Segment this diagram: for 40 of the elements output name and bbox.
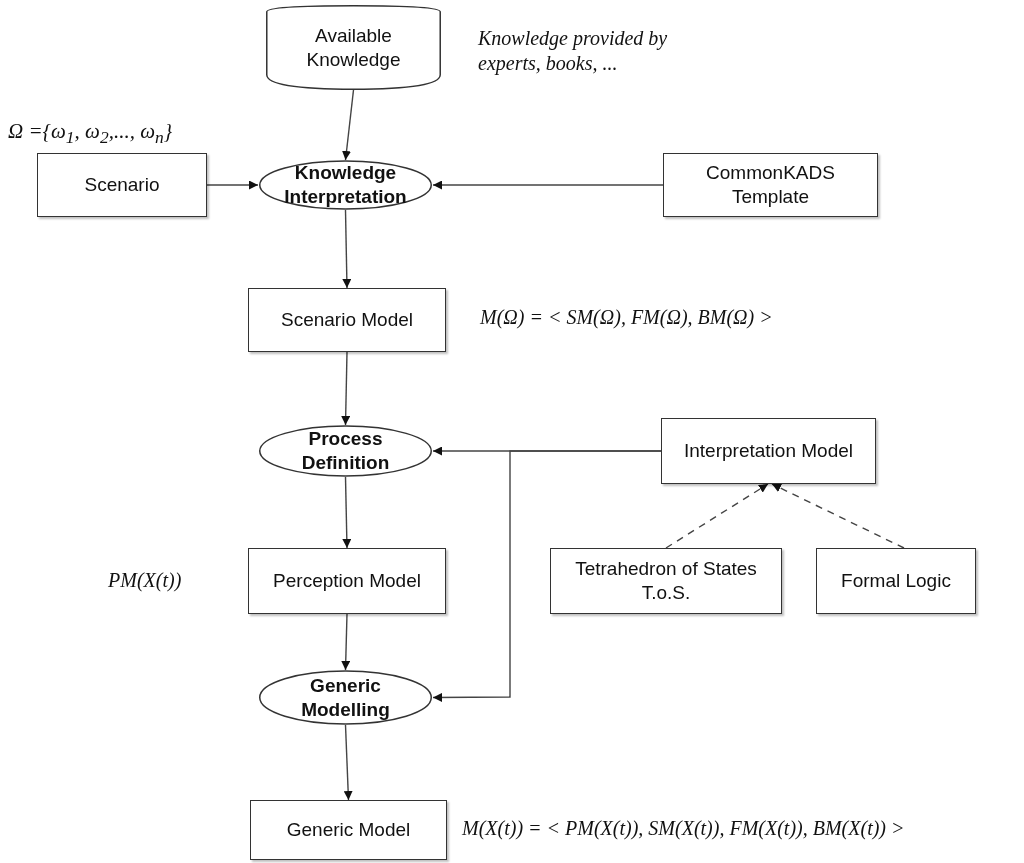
arrow	[341, 351, 351, 426]
formula: Ω ={ω$_{1}$, ω$_{2}$,..., ω$_{n}$}	[8, 118, 173, 150]
node-label: CommonKADS Template	[705, 161, 836, 209]
dashed-arrow	[771, 483, 905, 549]
formula: M(Ω) = < SM(Ω), FM(Ω), BM(Ω) >	[480, 305, 773, 330]
formula: PM(X(t))	[108, 568, 182, 593]
model-box	[37, 153, 207, 217]
arrow	[342, 209, 352, 289]
data-store-cylinder	[265, 5, 442, 90]
node-label: Available Knowledge	[305, 23, 402, 72]
node-label: Interpretation Model	[683, 439, 854, 463]
node-label: Scenario	[83, 173, 161, 197]
annotation-note: Knowledge provided by experts, books, ...	[478, 26, 669, 76]
arrow	[206, 180, 259, 190]
arrow	[432, 450, 662, 702]
model-box	[816, 548, 976, 614]
process-ellipse	[258, 160, 433, 210]
formula: M(X(t)) = < PM(X(t)), SM(X(t)), FM(X(t)), BM(X(t)) >	[462, 816, 905, 841]
process-ellipse	[258, 425, 433, 477]
arrow	[342, 89, 355, 161]
node-label: Perception Model	[272, 569, 422, 593]
node-label: Tetrahedron of States T.o.S.	[574, 557, 758, 605]
node-label: Knowledge Interpretation	[283, 161, 408, 209]
node-label: Formal Logic	[840, 569, 952, 593]
node-label: Generic Model	[285, 818, 412, 842]
process-ellipse	[258, 670, 433, 725]
arrow	[341, 613, 351, 671]
node-label: Process Definition	[300, 427, 391, 475]
arrow	[342, 476, 352, 549]
node-label: Scenario Model	[280, 308, 414, 332]
model-box	[248, 288, 446, 352]
model-box	[550, 548, 782, 614]
model-box	[663, 153, 878, 217]
model-box	[250, 800, 447, 860]
model-box	[661, 418, 876, 484]
arrow	[343, 724, 353, 801]
node-label: Generic Modelling	[300, 673, 391, 722]
arrow	[432, 180, 664, 190]
dashed-arrow	[665, 483, 769, 549]
model-box	[248, 548, 446, 614]
